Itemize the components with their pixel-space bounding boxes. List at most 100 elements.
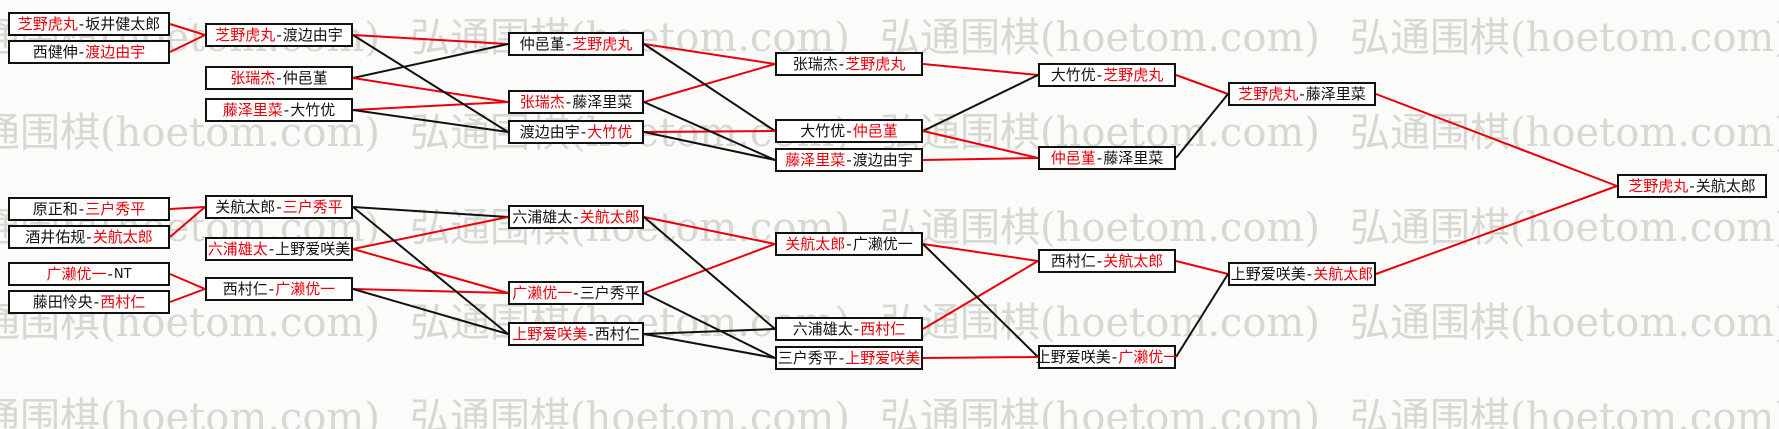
match-separator: - — [276, 25, 282, 44]
match-separator: - — [838, 54, 845, 73]
connector-line — [1375, 93, 1618, 187]
match-box[interactable]: 西村仁-广濑优一 — [205, 277, 353, 301]
match-player-left: 关航太郎 — [785, 234, 846, 253]
connector-line — [643, 101, 776, 161]
match-separator: - — [276, 197, 282, 216]
match-player-right: NT — [113, 266, 132, 282]
match-box[interactable]: 三户秀平-上野爱咲美 — [775, 346, 923, 370]
match-box[interactable]: 六浦雄太-上野爱咲美 — [205, 237, 353, 261]
match-box[interactable]: 仲邑堇-藤泽里菜 — [1038, 146, 1176, 170]
match-player-left: 西健伸 — [32, 42, 78, 61]
connector-line — [352, 206, 509, 335]
connector-line — [643, 328, 776, 335]
match-separator: - — [1689, 176, 1695, 195]
match-box[interactable]: 张瑞杰-芝野虎丸 — [775, 52, 923, 76]
match-box[interactable]: 原正和-三户秀平 — [8, 197, 170, 221]
connector-line — [922, 74, 1039, 132]
connector-line — [352, 34, 509, 133]
match-box[interactable]: 上野爱咲美-广濑优一 — [1036, 345, 1178, 369]
match-player-left: 芝野虎丸 — [1238, 84, 1299, 103]
connector-line — [352, 34, 509, 45]
match-separator: - — [268, 239, 275, 258]
match-box[interactable]: 藤田怜央-西村仁 — [8, 290, 170, 314]
connector-line — [643, 243, 776, 294]
match-player-left: 上野爱咲美 — [512, 324, 588, 343]
connector-line — [922, 243, 1039, 262]
match-player-left: 上野爱咲美 — [1230, 264, 1306, 283]
match-box[interactable]: 六浦雄太-关航太郎 — [508, 205, 644, 229]
match-separator: - — [1096, 65, 1103, 84]
match-separator: - — [78, 14, 85, 33]
match-box[interactable]: 芝野虎丸-藤泽里菜 — [1228, 82, 1376, 106]
match-separator: - — [107, 264, 113, 283]
match-separator: - — [276, 68, 282, 87]
match-box[interactable]: 仲邑堇-芝野虎丸 — [508, 32, 644, 56]
connector-line — [643, 216, 776, 330]
connector-line — [922, 157, 1039, 161]
match-player-right: 上野爱咲美 — [845, 348, 921, 367]
match-box[interactable]: 芝野虎丸-渡边由宇 — [205, 23, 353, 47]
match-box[interactable]: 大竹优-仲邑堇 — [775, 119, 923, 143]
connector-line — [352, 288, 509, 294]
match-box[interactable]: 西村仁-关航太郎 — [1038, 249, 1176, 273]
match-box[interactable]: 西健伸-渡边由宇 — [8, 40, 170, 64]
match-box[interactable]: 藤泽里菜-大竹优 — [205, 98, 353, 122]
connector-line — [352, 109, 509, 133]
match-box[interactable]: 渡边由宇-大竹优 — [508, 120, 644, 144]
match-box[interactable]: 藤泽里菜-渡边由宇 — [775, 148, 923, 172]
match-separator: - — [846, 121, 852, 140]
match-player-right: 关航太郎 — [579, 207, 640, 226]
match-separator: - — [846, 150, 852, 169]
match-player-right: 渡边由宇 — [85, 42, 146, 61]
match-player-right: 关航太郎 — [1313, 264, 1374, 283]
connector-line — [352, 77, 509, 103]
connector-line — [643, 292, 776, 359]
match-box[interactable]: 张瑞杰-仲邑堇 — [205, 66, 353, 90]
match-box[interactable]: 张瑞杰-藤泽里菜 — [508, 90, 644, 114]
match-player-left: 芝野虎丸 — [1628, 176, 1689, 195]
match-player-right: 西村仁 — [860, 319, 906, 338]
match-separator: - — [573, 283, 579, 302]
match-player-left: 西村仁 — [222, 279, 268, 298]
connector-line — [1175, 260, 1229, 275]
match-box[interactable]: 关航太郎-三户秀平 — [205, 195, 353, 219]
match-player-left: 仲邑堇 — [519, 34, 565, 53]
match-player-right: 关航太郎 — [1695, 176, 1756, 195]
match-player-left: 张瑞杰 — [230, 68, 276, 87]
match-box[interactable]: 广濑优一-三户秀平 — [508, 281, 644, 305]
match-box[interactable]: 芝野虎丸-坂井健太郎 — [8, 12, 170, 36]
match-player-right: 仲邑堇 — [852, 121, 898, 140]
match-separator: - — [838, 348, 845, 367]
connector-line — [169, 206, 206, 210]
match-player-left: 藤田怜央 — [32, 292, 93, 311]
connector-line — [169, 206, 206, 238]
match-separator: - — [78, 42, 85, 61]
connector-line — [352, 43, 509, 79]
match-separator: - — [573, 207, 579, 226]
match-player-left: 芝野虎丸 — [17, 14, 78, 33]
match-separator: - — [93, 292, 100, 311]
match-player-left: 张瑞杰 — [792, 54, 838, 73]
match-player-left: 大竹优 — [1050, 65, 1096, 84]
match-player-right: 三户秀平 — [579, 283, 640, 302]
match-player-right: 广濑优一 — [852, 234, 913, 253]
match-player-left: 六浦雄太 — [207, 239, 268, 258]
match-player-right: 西村仁 — [100, 292, 146, 311]
match-box[interactable]: 广濑优一-NT — [8, 262, 170, 286]
connector-line — [1175, 273, 1229, 358]
match-box[interactable]: 六浦雄太-西村仁 — [775, 317, 923, 341]
match-box[interactable]: 大竹优-芝野虎丸 — [1038, 63, 1176, 87]
match-separator: - — [1306, 264, 1313, 283]
match-player-left: 西村仁 — [1050, 251, 1096, 270]
connector-line — [922, 130, 1039, 159]
match-box[interactable]: 酒井佑规-关航太郎 — [8, 225, 170, 249]
match-box[interactable]: 上野爱咲美-关航太郎 — [1228, 262, 1376, 286]
match-box[interactable]: 关航太郎-广濑优一 — [775, 232, 923, 256]
connector-line — [169, 288, 206, 303]
match-box[interactable]: 芝野虎丸-关航太郎 — [1617, 174, 1767, 198]
match-player-left: 广濑优一 — [512, 283, 573, 302]
match-box[interactable]: 上野爱咲美-西村仁 — [508, 322, 644, 346]
match-separator: - — [846, 234, 852, 253]
connector-line — [643, 43, 776, 132]
